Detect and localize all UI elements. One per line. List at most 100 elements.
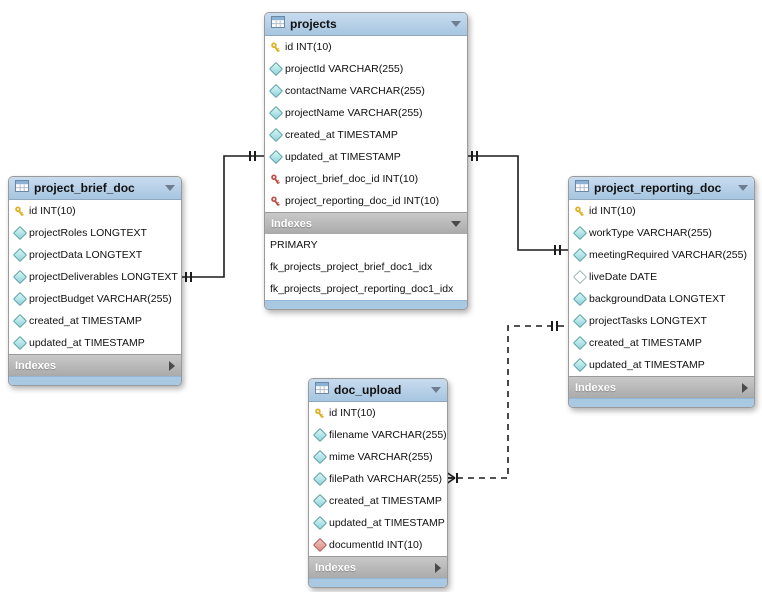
column-icon [268,105,283,121]
column-text: project_reporting_doc_id INT(10) [285,195,440,207]
column-row: id INT(10) [569,200,754,222]
column-icon [12,313,27,329]
column-text: filename VARCHAR(255) [329,429,447,441]
column-row: filePath VARCHAR(255) [309,468,447,490]
column-icon [572,335,587,351]
column-row: liveDate DATE [569,266,754,288]
indexes-label: Indexes [15,359,56,372]
column-row: documentId INT(10) [309,534,447,556]
column-icon [12,335,27,351]
column-list: id INT(10) filename VARCHAR(255) mime VARC… [309,402,447,556]
column-list: id INT(10)projectId VARCHAR(255)contactN… [265,36,467,212]
indexes-expand-icon[interactable] [742,382,748,393]
column-row: projectId VARCHAR(255) [265,58,467,80]
column-row: mime VARCHAR(255) [309,446,447,468]
indexes-bar[interactable]: Indexes [265,212,467,234]
column-row: meetingRequired VARCHAR(255) [569,244,754,266]
column-text: workType VARCHAR(255) [589,227,712,239]
column-icon [12,225,27,241]
table-project_brief_doc[interactable]: project_brief_doc id INT(10) projectRoles… [8,176,182,386]
column-row: updated_at TIMESTAMP [309,512,447,534]
column-text: projectRoles LONGTEXT [29,227,147,239]
column-icon [312,515,327,531]
chevron-down-icon[interactable] [165,185,175,191]
chevron-down-icon[interactable] [451,21,461,27]
column-text: projectName VARCHAR(255) [285,107,423,119]
indexes-collapse-icon[interactable] [451,220,461,227]
table-footer [569,398,754,407]
column-row: projectName VARCHAR(255) [265,102,467,124]
column-text: filePath VARCHAR(255) [329,473,443,485]
table-doc_upload[interactable]: doc_upload id INT(10) filename VARCHAR(25… [308,378,448,588]
column-text: projectBudget VARCHAR(255) [29,293,172,305]
column-text: updated_at TIMESTAMP [285,151,401,163]
column-text: id INT(10) [29,205,76,217]
column-row: projectRoles LONGTEXT [9,222,181,244]
indexes-bar[interactable]: Indexes [9,354,181,376]
column-row: projectDeliverables LONGTEXT [9,266,181,288]
column-text: liveDate DATE [589,271,658,283]
column-row: projectTasks LONGTEXT [569,310,754,332]
column-text: created_at TIMESTAMP [589,337,702,349]
table-header[interactable]: projects [265,13,467,36]
table-title: project_reporting_doc [594,181,722,195]
column-icon [312,427,327,443]
fk-column-icon [312,537,327,553]
table-header[interactable]: doc_upload [309,379,447,402]
indexes-bar[interactable]: Indexes [569,376,754,398]
table-footer [9,376,181,385]
table-project_reporting_doc[interactable]: project_reporting_doc id INT(10) workType… [568,176,755,408]
table-projects[interactable]: projects id INT(10)projectId VARCHAR(255… [264,12,468,310]
table-header[interactable]: project_reporting_doc [569,177,754,200]
column-text: contactName VARCHAR(255) [285,85,425,97]
indexes-expand-icon[interactable] [169,360,175,371]
column-row: updated_at TIMESTAMP [9,332,181,354]
column-text: meetingRequired VARCHAR(255) [589,249,747,261]
column-row: updated_at TIMESTAMP [569,354,754,376]
column-row: created_at TIMESTAMP [569,332,754,354]
column-row: updated_at TIMESTAMP [265,146,467,168]
column-text: id INT(10) [329,407,376,419]
column-row: created_at TIMESTAMP [309,490,447,512]
column-row: id INT(10) [9,200,181,222]
column-text: updated_at TIMESTAMP [29,337,145,349]
column-row: id INT(10) [309,402,447,424]
column-icon [312,449,327,465]
table-icon [15,179,29,197]
column-icon [268,61,283,77]
table-title: doc_upload [334,383,402,397]
column-icon [572,291,587,307]
column-row: backgroundData LONGTEXT [569,288,754,310]
column-text: projectId VARCHAR(255) [285,63,404,75]
column-text: project_brief_doc_id INT(10) [285,173,419,185]
indexes-bar[interactable]: Indexes [309,556,447,578]
rel-project-brief-doc-projects[interactable] [180,151,264,282]
column-row: projectBudget VARCHAR(255) [9,288,181,310]
rel-projects-project-reporting-doc[interactable] [466,151,568,255]
column-text: documentId INT(10) [329,539,423,551]
column-icon [572,357,587,373]
indexes-expand-icon[interactable] [435,562,441,573]
column-row: projectData LONGTEXT [9,244,181,266]
column-icon [572,225,587,241]
column-text: projectData LONGTEXT [29,249,143,261]
column-row: contactName VARCHAR(255) [265,80,467,102]
column-nullable-icon [572,269,587,285]
column-text: updated_at TIMESTAMP [329,517,445,529]
table-header[interactable]: project_brief_doc [9,177,181,200]
primary-key-icon [13,206,26,217]
column-icon [312,471,327,487]
index-row: PRIMARY [265,234,467,256]
rel-doc-upload-project-reporting-doc[interactable] [445,321,568,485]
column-text: mime VARCHAR(255) [329,451,433,463]
primary-key-icon [573,206,586,217]
column-row: filename VARCHAR(255) [309,424,447,446]
chevron-down-icon[interactable] [738,185,748,191]
column-icon [268,149,283,165]
column-icon [12,291,27,307]
column-row: project_brief_doc_id INT(10) [265,168,467,190]
primary-key-icon [313,408,326,419]
column-text: projectTasks LONGTEXT [589,315,707,327]
chevron-down-icon[interactable] [431,387,441,393]
